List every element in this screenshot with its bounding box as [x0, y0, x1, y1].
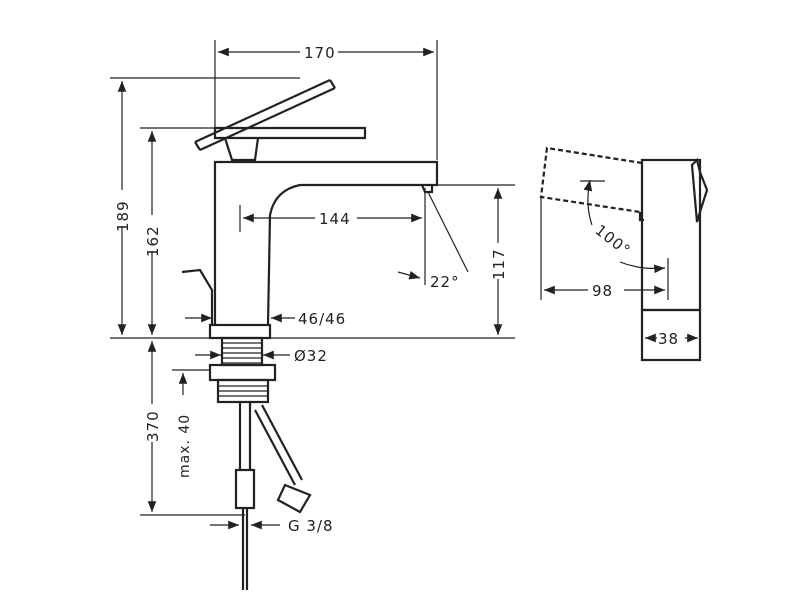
- dim-370: 370: [144, 410, 162, 442]
- dim-98: 98: [592, 282, 613, 300]
- dim-162: 162: [144, 225, 162, 257]
- dim-144: 144: [319, 210, 351, 228]
- dim-117: 117: [490, 248, 508, 280]
- dim-22-degrees: 22°: [430, 273, 460, 291]
- dim-46-46: 46/46: [298, 310, 346, 328]
- dim-170: 170: [304, 44, 336, 62]
- dim-38: 38: [658, 330, 679, 348]
- dimension-lines: [110, 40, 515, 530]
- faucet-side-view: [539, 146, 709, 362]
- dim-diameter-32: Ø32: [294, 347, 328, 365]
- dim-g-3-8: G 3/8: [288, 517, 334, 535]
- dim-max-40: max. 40: [177, 414, 193, 478]
- faucet-front-view: [181, 79, 439, 590]
- dim-100-degrees: 100°: [592, 221, 635, 260]
- dim-189: 189: [114, 200, 132, 232]
